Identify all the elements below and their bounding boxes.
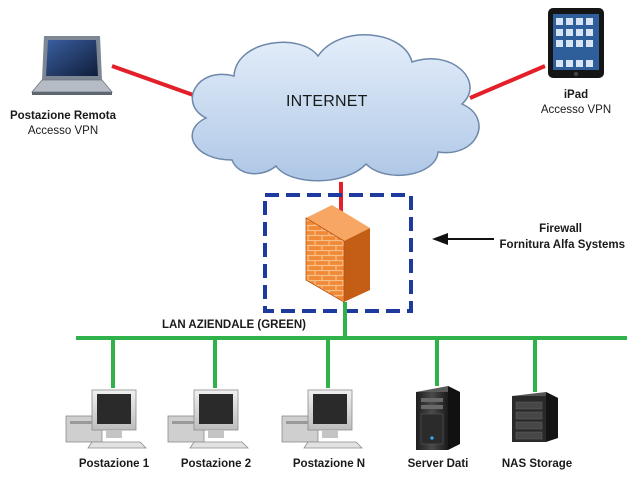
lan-label: LAN AZIENDALE (GREEN) (162, 319, 306, 331)
desktop-pc-n-icon (281, 389, 363, 449)
desktop-pc-1-icon (65, 389, 147, 449)
device-label-server-dati: Server Dati (407, 458, 469, 470)
arrow-icon (432, 233, 494, 245)
dmz-boundary (263, 193, 413, 313)
server-tower-icon (416, 386, 460, 450)
device-label-nas-storage: NAS Storage (501, 458, 573, 470)
nas-storage-icon (512, 392, 558, 442)
ipad-icon (548, 8, 604, 78)
firewall-title: Firewall (539, 223, 582, 235)
firewall-icon (305, 205, 370, 303)
remote-station-name: Postazione Remota (9, 110, 117, 122)
ipad-access: Accesso VPN (540, 104, 612, 116)
internet-label: INTERNET (286, 93, 368, 110)
device-label-postazione-2: Postazione 2 (180, 458, 252, 470)
device-label-postazione-1: Postazione 1 (78, 458, 150, 470)
firewall-subtitle: Fornitura Alfa Systems (499, 239, 625, 251)
ipad-name: iPad (563, 89, 589, 101)
wan-link-ipad (469, 64, 546, 100)
laptop-icon (31, 36, 113, 95)
device-label-postazione-n: Postazione N (292, 458, 366, 470)
internet-cloud (191, 34, 480, 182)
wan-link-remote (111, 64, 197, 98)
remote-station-access: Accesso VPN (27, 125, 99, 137)
desktop-pc-2-icon (167, 389, 249, 449)
